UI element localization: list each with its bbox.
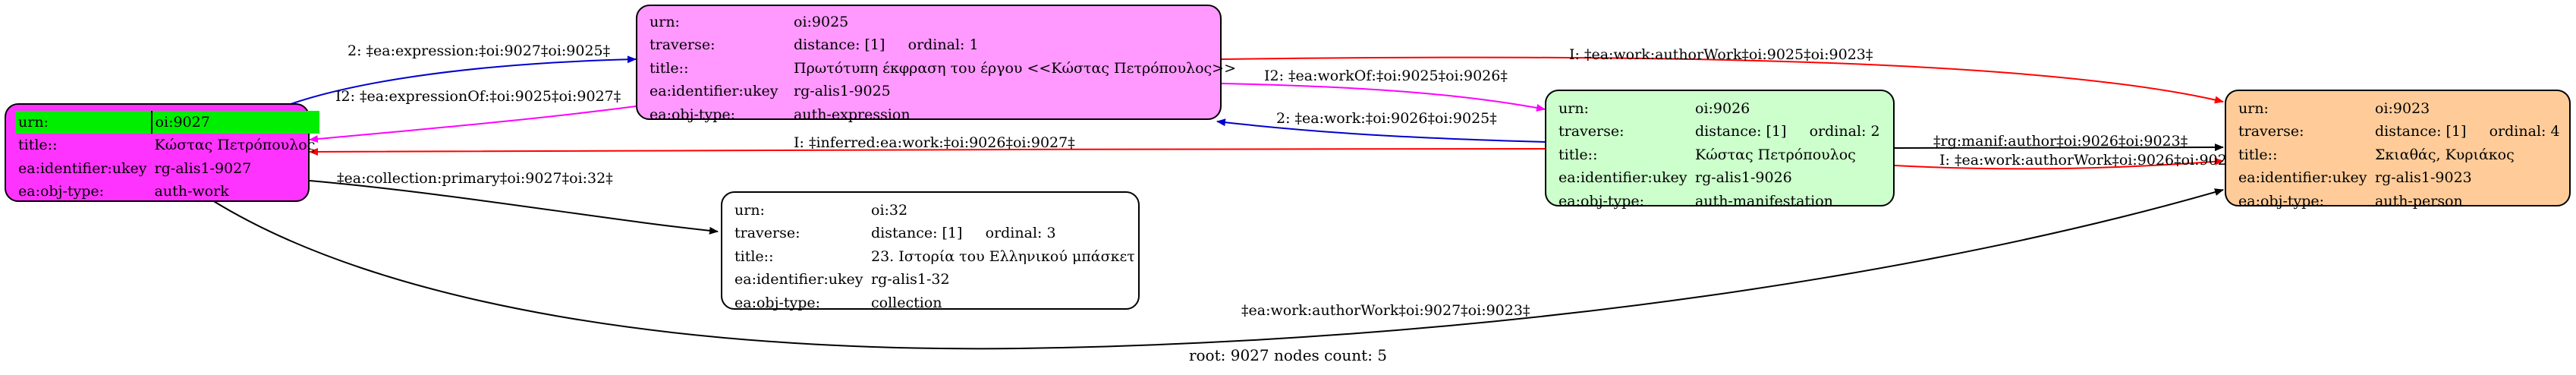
node-9025-objtype-key: ea:obj-type:	[650, 106, 736, 123]
node-32-ukey-key: ea:identifier:ukey	[734, 271, 863, 288]
edge-label-expression-of: I2: ‡ea:expressionOf:‡oi:9025‡oi:9027‡	[335, 88, 621, 105]
node-9023-objtype-key: ea:obj-type:	[2238, 192, 2325, 210]
node-9027-title-value: Κώστας Πετρόπουλος	[154, 137, 316, 154]
node-oi-9026[interactable]: urn: oi:9026 traverse: distance: [1] ordin…	[1545, 90, 1895, 210]
edge-label-work-of: I2: ‡ea:workOf:‡oi:9025‡oi:9026‡	[1264, 68, 1508, 84]
node-9025-ukey-key: ea:identifier:ukey	[650, 83, 778, 100]
node-9025-urn-key: urn:	[650, 14, 680, 30]
node-9025-traverse-value: distance: [1] ordinal: 1	[794, 36, 979, 54]
node-oi-9023[interactable]: urn: oi:9023 traverse: distance: [1] ordin…	[2225, 90, 2571, 210]
node-9027-urn-key: urn:	[15, 111, 152, 134]
edge-collection-primary	[309, 180, 719, 235]
edge-author-work-9025	[1221, 56, 2224, 104]
edge-label-inferred-work: I: ‡inferred:ea:work:‡oi:9026‡oi:9027‡	[794, 134, 1075, 151]
node-9026-ukey-value: rg-alis1-9026	[1695, 169, 1792, 187]
node-9023-objtype-value: auth-person	[2375, 192, 2463, 210]
node-9026-objtype-value: auth-manifestation	[1695, 192, 1833, 210]
node-9023-ukey-value: rg-alis1-9023	[2375, 169, 2472, 187]
node-9025-traverse-key: traverse:	[650, 36, 716, 54]
edge-work	[1216, 118, 1546, 143]
node-9026-traverse-key: traverse:	[1558, 123, 1625, 140]
node-oi-9027[interactable]: urn: oi:9027 title:: Κώστας Πετρόπουλος …	[5, 103, 320, 202]
edge-label-author-work-9027: ‡ea:work:authorWork‡oi:9027‡oi:9023‡	[1241, 302, 1530, 319]
node-9027-objtype-value: auth-work	[154, 183, 229, 200]
edge-expression	[282, 55, 637, 108]
node-32-title-key: title::	[734, 247, 774, 265]
edge-inferred-work	[309, 147, 1546, 156]
node-32-objtype-value: collection	[871, 294, 942, 311]
node-32-urn-value: oi:32	[871, 202, 908, 219]
node-9027-ukey-value: rg-alis1-9027	[154, 159, 252, 177]
node-9025-title-value: Πρωτότυπη έκφραση του έργου <<Κώστας Πετ…	[794, 59, 1236, 77]
node-9027-ukey-key: ea:identifier:ukey	[18, 159, 147, 177]
node-9027-objtype-key: ea:obj-type:	[18, 183, 105, 200]
node-9023-traverse-value: distance: [1] ordinal: 4	[2375, 123, 2560, 140]
node-oi-32[interactable]: urn: oi:32 traverse: distance: [1] ordinal…	[721, 191, 1140, 311]
edge-author-work-9027	[212, 188, 2224, 350]
node-9023-urn-key: urn:	[2238, 100, 2269, 117]
edge-label-expression: 2: ‡ea:expression:‡oi:9027‡oi:9025‡	[348, 43, 610, 59]
node-9026-urn-key: urn:	[1558, 100, 1589, 117]
node-9027-title-key: title::	[18, 137, 58, 154]
node-9023-traverse-key: traverse:	[2238, 123, 2304, 140]
edge-expression-of	[309, 106, 637, 143]
node-9026-traverse-value: distance: [1] ordinal: 2	[1695, 123, 1880, 140]
node-9023-urn-value: oi:9023	[2375, 100, 2430, 117]
node-9026-title-value: Κώστας Πετρόπουλος	[1695, 146, 1856, 163]
node-9027-urn-value: oi:9027	[150, 111, 320, 134]
node-9025-urn-value: oi:9025	[794, 14, 849, 30]
edge-label-manif-author: ‡rg:manif:author‡oi:9026‡oi:9023‡	[1933, 133, 2188, 150]
node-9026-urn-value: oi:9026	[1695, 100, 1750, 117]
graph-footer: root: 9027 nodes count: 5	[1188, 346, 1388, 364]
node-32-title-value: 23. Ιστορία του Ελληνικού μπάσκετ	[871, 247, 1135, 265]
edge-work-of	[1221, 83, 1546, 112]
node-32-objtype-key: ea:obj-type:	[734, 294, 821, 311]
node-32-urn-key: urn:	[734, 202, 765, 219]
node-9026-objtype-key: ea:obj-type:	[1558, 192, 1645, 210]
node-9025-ukey-value: rg-alis1-9025	[794, 83, 891, 100]
node-9026-ukey-key: ea:identifier:ukey	[1558, 169, 1687, 187]
edge-label-work: 2: ‡ea:work:‡oi:9026‡oi:9025‡	[1276, 110, 1497, 127]
node-9023-ukey-key: ea:identifier:ukey	[2238, 169, 2367, 187]
edge-author-work-9026	[1894, 157, 2224, 170]
node-9026-title-key: title::	[1558, 146, 1598, 163]
edge-label-author-work-9026: I: ‡ea:work:authorWork‡oi:9026‡oi:9023‡	[1939, 152, 2243, 169]
node-9023-title-value: Σκιαθάς, Κυριάκος	[2375, 146, 2515, 163]
edge-label-author-work-9025: I: ‡ea:work:authorWork‡oi:9025‡oi:9023‡	[1569, 46, 1873, 63]
node-9023-title-key: title::	[2238, 146, 2278, 163]
edge-label-collection-primary: ‡ea:collection:primary‡oi:9027‡oi:32‡	[337, 170, 613, 187]
node-9025-objtype-value: auth-expression	[794, 106, 911, 123]
node-oi-9025[interactable]: urn: oi:9025 traverse: distance: [1] ordin…	[636, 5, 1236, 123]
node-32-traverse-value: distance: [1] ordinal: 3	[871, 225, 1056, 242]
node-9025-title-key: title::	[650, 59, 689, 77]
node-32-traverse-key: traverse:	[734, 225, 800, 242]
edge-manif-author	[1894, 143, 2224, 152]
node-32-ukey-value: rg-alis1-32	[871, 271, 950, 288]
